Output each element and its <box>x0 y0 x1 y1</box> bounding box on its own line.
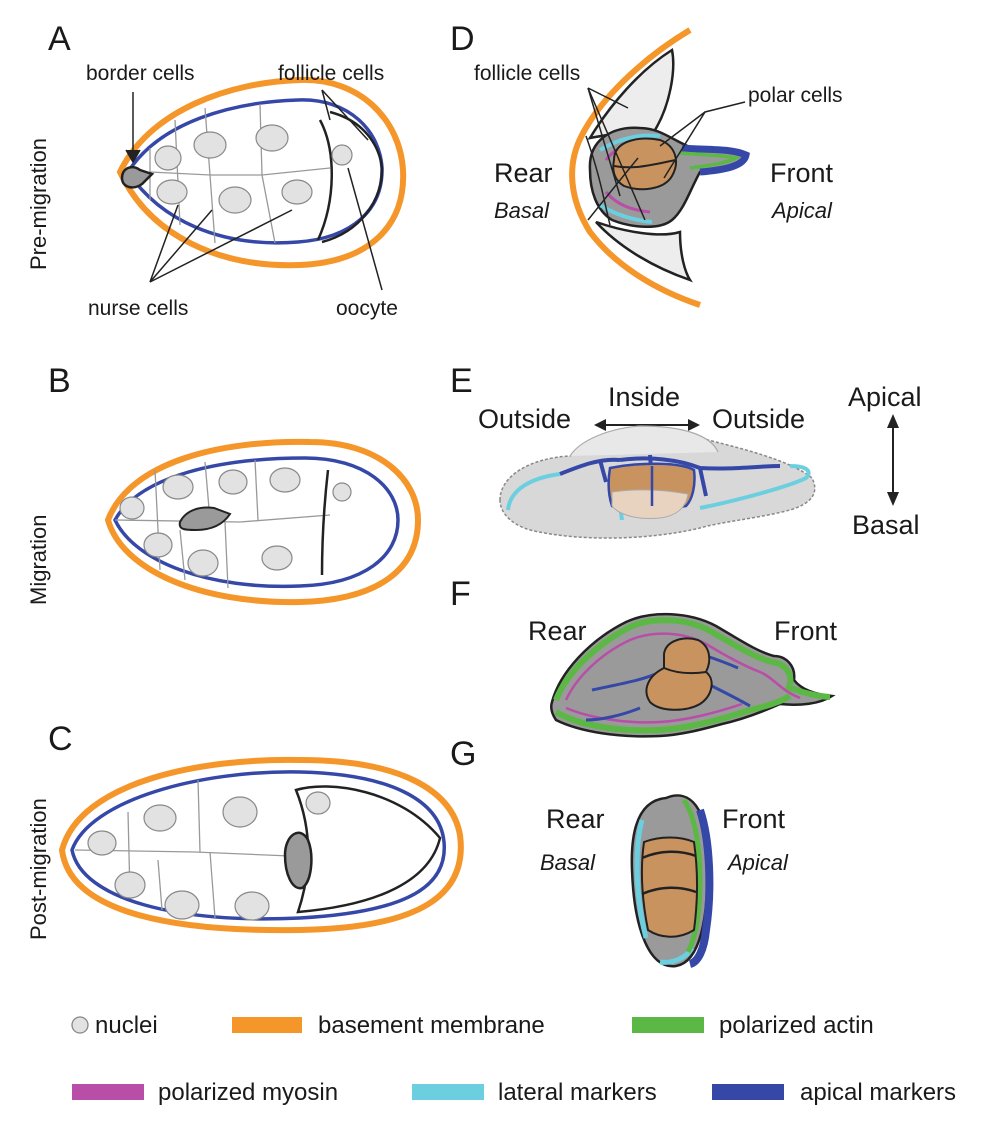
legend-label-polarized-myosin: polarized myosin <box>158 1079 338 1106</box>
legend-label-apical-markers: apical markers <box>800 1079 956 1106</box>
legend-item-nuclei: nuclei <box>71 1012 158 1039</box>
label-apical-d: Apical <box>770 198 833 223</box>
legend-item-lateral-markers: lateral markers <box>412 1079 657 1106</box>
egg-chamber-basement-membrane-c <box>58 756 464 934</box>
oocyte-boundary-b <box>320 469 330 576</box>
legend-swatch-apical-markers <box>712 1084 784 1100</box>
panel-a-letter: A <box>48 20 71 58</box>
panel-g: G Rear Basal Front Apical <box>450 735 789 968</box>
panel-f: F Rear Front <box>450 575 838 738</box>
label-follicle-cells-d: follicle cells <box>474 62 580 85</box>
label-rear-f: Rear <box>528 616 587 646</box>
legend-label-lateral-markers: lateral markers <box>498 1079 657 1106</box>
polar-cells-d <box>612 137 677 191</box>
inside-outside-arrow <box>594 419 700 431</box>
border-cell-cluster-c <box>283 831 313 890</box>
label-front-f: Front <box>774 616 838 646</box>
polar-cells-divider <box>613 159 677 169</box>
label-inside: Inside <box>608 382 680 412</box>
legend-item-apical-markers: apical markers <box>712 1079 956 1106</box>
panel-e-letter: E <box>450 362 473 400</box>
apical-markers-e <box>559 454 781 497</box>
basement-membrane-d <box>569 27 701 308</box>
apical-markers-g <box>688 808 714 968</box>
label-basal-d: Basal <box>494 198 550 223</box>
label-follicle-cells-a: follicle cells <box>278 62 384 85</box>
panel-d-pointers <box>587 87 746 221</box>
legend-item-basement-membrane: basement membrane <box>232 1012 545 1039</box>
label-nurse-cells: nurse cells <box>88 297 188 320</box>
panel-a-pointers <box>125 89 383 291</box>
stage-label-migration: Migration <box>26 515 51 605</box>
nurse-cell-boundaries <box>149 103 331 244</box>
lateral-markers-d-2 <box>598 203 653 224</box>
polar-cells-f <box>645 637 713 711</box>
label-polar-cells: polar cells <box>748 84 843 107</box>
label-outside-left: Outside <box>478 404 571 434</box>
label-basal-e: Basal <box>852 510 920 540</box>
panel-d: D follicle cells polar cells Rear Basal … <box>450 20 843 308</box>
label-rear-g: Rear <box>546 804 605 834</box>
label-outside-right: Outside <box>712 404 805 434</box>
border-cell-cluster-b <box>178 506 232 532</box>
panel-b: B Migration <box>26 362 422 606</box>
legend-swatch-polarized-actin <box>632 1017 704 1033</box>
apical-basal-arrow <box>887 414 899 506</box>
legend-label-basement-membrane: basement membrane <box>318 1012 545 1039</box>
label-oocyte: oocyte <box>336 297 398 320</box>
legend-item-polarized-myosin: polarized myosin <box>72 1079 338 1106</box>
polarized-actin-g <box>681 798 703 954</box>
legend-label-nuclei: nuclei <box>95 1012 158 1039</box>
legend-swatch-polarized-myosin <box>72 1084 144 1100</box>
panel-c-letter: C <box>48 720 73 758</box>
legend-swatch-lateral-markers <box>412 1084 484 1100</box>
follicle-cell-upper <box>587 47 675 140</box>
polar-cells-divider-g <box>641 850 697 896</box>
label-apical-g: Apical <box>726 850 789 875</box>
label-rear-d: Rear <box>494 158 553 188</box>
egg-chamber-basement-membrane <box>116 76 407 269</box>
nucleus-icon <box>71 1016 89 1034</box>
panel-c: C Post-migration <box>26 720 464 940</box>
panel-e: E Outside Inside Outside Apical Basal <box>450 362 922 540</box>
legend: nuclei basement membrane polarized actin… <box>71 1012 956 1106</box>
cluster-top-cells-e <box>569 425 719 457</box>
legend-label-polarized-actin: polarized actin <box>719 1012 874 1039</box>
polarized-actin-f <box>553 617 831 734</box>
label-front-d: Front <box>770 158 834 188</box>
label-apical-e: Apical <box>848 382 922 412</box>
panel-d-letter: D <box>450 20 475 58</box>
legend-item-polarized-actin: polarized actin <box>632 1012 874 1039</box>
label-border-cells: border cells <box>86 62 195 85</box>
border-cell-cluster <box>120 166 155 189</box>
label-front-g: Front <box>722 804 786 834</box>
oocyte-boundary <box>316 119 333 241</box>
nuclei-group <box>154 124 353 214</box>
egg-chamber-basement-membrane-b <box>104 438 422 606</box>
stage-label-pre-migration: Pre-migration <box>26 138 51 270</box>
panel-g-letter: G <box>450 735 476 773</box>
panel-a: A Pre-migration borde <box>26 20 407 320</box>
stage-label-post-migration: Post-migration <box>26 798 51 940</box>
follicle-layer-line <box>321 110 384 244</box>
follicle-cell-lower <box>595 220 693 283</box>
panel-b-letter: B <box>48 362 71 400</box>
apical-markers-d <box>681 144 750 176</box>
cluster-outline-lines <box>585 135 639 226</box>
nuclei-group-b <box>119 467 352 577</box>
panel-f-letter: F <box>450 575 471 613</box>
label-basal-g: Basal <box>540 850 596 875</box>
legend-swatch-basement-membrane <box>232 1017 302 1033</box>
nuclei-group-c <box>87 791 331 921</box>
apical-markers-f <box>585 644 751 722</box>
polarized-actin-d <box>679 151 742 170</box>
polar-cells-divider-f <box>663 667 707 675</box>
